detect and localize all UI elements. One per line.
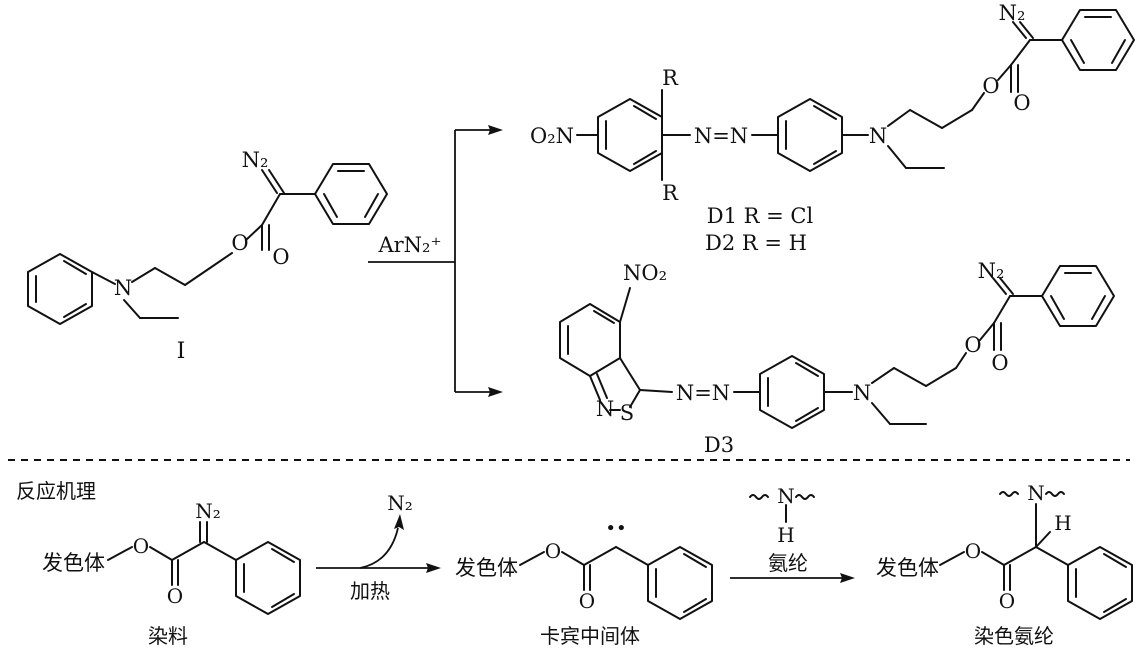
d2-caption: D2 R = H [705,231,807,255]
mechanism-title: 反应机理 [16,479,96,503]
d3-ester-o-label: O [964,333,981,357]
d1-carbonyl-o-label: O [1013,91,1030,115]
d1-azo-label: N=N [694,124,748,148]
dye-ester-o: O [133,534,149,558]
d1-o2n-label: O₂N [530,124,574,148]
carbene-ester-o: O [545,539,561,563]
d3-amine-n-label: N [853,381,871,405]
d3-no2-label: NO₂ [623,261,667,285]
product-carbonyl-o: O [999,589,1015,613]
mechanism-carbene: 发色体 O O •• 卡宾中间体 [455,518,713,648]
mechanism-dye: 发色体 O O N₂ 染料 [42,499,301,648]
carbene-lone-pair: •• [605,518,626,539]
d1-r-bottom-label: R [662,181,679,205]
d3-carbonyl-o-label: O [991,351,1008,375]
dye-chromophore-label: 发色体 [42,551,105,575]
product-ester-o: O [965,539,981,563]
mechanism-product: 发色体 N H O O 染色氨纶 [876,481,1133,648]
reagent-branch: ArN₂⁺ [368,125,503,397]
compound-D1-D2: O₂N R R N=N N O O N₂ D1 R = Cl D2 R = H [530,1,1135,255]
nylon-n: N [777,484,795,508]
product-chromophore-label: 发色体 [876,556,939,580]
carbonyl-o-label: O [272,245,289,269]
dye-carbonyl-o: O [167,584,183,608]
d3-ring-s-label: S [620,401,634,425]
d3-caption: D3 [704,433,734,457]
nylon-h: H [777,523,794,547]
product-n: N [1027,481,1045,505]
reagent-label: ArN₂⁺ [377,233,441,257]
product-caption: 染色氨纶 [974,624,1054,648]
d1-r-top-label: R [662,66,679,90]
carbene-caption: 卡宾中间体 [540,624,640,648]
d1-ester-o-label: O [982,74,999,98]
released-n2: N₂ [387,491,413,515]
diazo-n2-label: N₂ [242,148,269,172]
amine-n-label: N [114,276,132,300]
insertion-step: N H 氨纶 [730,484,855,583]
d3-azo-label: N=N [676,381,730,405]
heat-label: 加热 [350,579,390,603]
nylon-label: 氨纶 [768,551,808,575]
carbene-chromophore-label: 发色体 [455,556,518,580]
d3-diazo-n2-label: N₂ [978,259,1005,283]
ester-o-label: O [231,231,248,255]
d1-diazo-n2-label: N₂ [999,1,1026,25]
dye-n2: N₂ [195,499,221,523]
carbene-carbonyl-o: O [579,589,595,613]
compound-I: N O O N₂ I [27,148,388,364]
d3-ring-n-label: N [596,397,614,421]
compound-D3: NO₂ N S N=N N O O N₂ D3 [559,259,1115,457]
dye-caption: 染料 [148,624,188,648]
d1-caption: D1 R = Cl [707,204,814,228]
d1-amine-n-label: N [869,124,887,148]
heat-step: N₂ 加热 [316,491,441,603]
compound-i-label: I [177,339,186,364]
product-h: H [1054,511,1071,535]
